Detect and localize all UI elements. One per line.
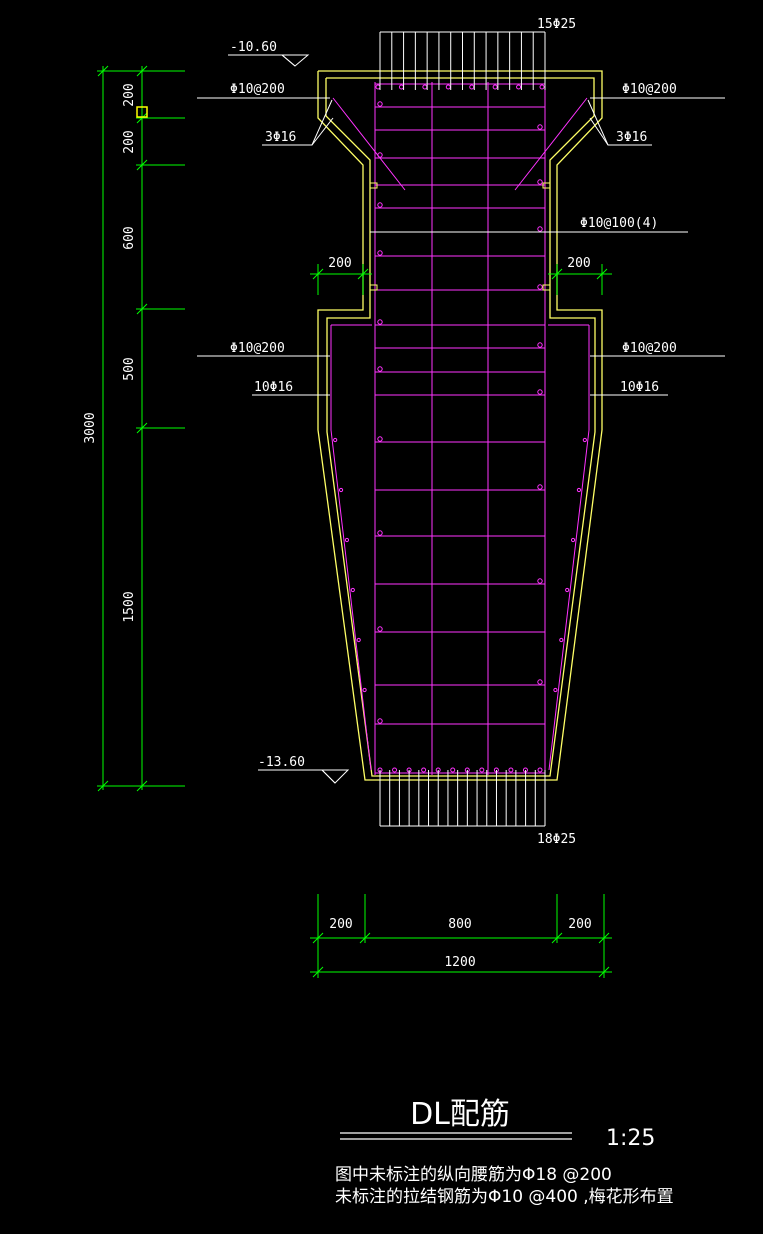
drawing-title: DL配筋 (410, 1097, 510, 1132)
stirrup-hook (377, 202, 383, 208)
leader-lines (197, 54, 725, 784)
dim-offset-left: 200 (328, 256, 351, 271)
dim-bottom-total: 1200 (444, 955, 475, 970)
stirrup-hook (537, 679, 543, 685)
stirrup-right-top-label: Φ10@200 (622, 82, 677, 97)
top-bar (492, 84, 498, 90)
haunch-bar-right (514, 97, 588, 191)
side-right-label: 10Φ16 (620, 380, 659, 395)
stirrup-hook (377, 530, 383, 536)
inner-cover-line (325, 77, 596, 777)
bottom-elevation-label: -13.60 (258, 755, 305, 770)
stirrup-markers (369, 182, 551, 291)
top-bar (422, 84, 428, 90)
haunch-bar-left (332, 97, 406, 191)
bottom-bar (479, 767, 485, 773)
top-elevation-symbol (228, 54, 310, 67)
side-bar-dot-right (570, 537, 576, 543)
stirrup-hook (377, 319, 383, 325)
side-bar-dot-left (333, 437, 338, 443)
stirrup-hook (537, 226, 543, 232)
side-bar-dot-left (356, 637, 361, 643)
outer-outline (317, 70, 603, 781)
side-bar-dot-left (350, 587, 355, 593)
bottom-bar (392, 767, 398, 773)
concrete-outline (317, 70, 603, 781)
stirrup-hook (537, 578, 543, 584)
top-main-bar-label: 15Φ25 (537, 17, 576, 32)
bottom-main-bar-label: 18Φ25 (537, 832, 576, 847)
haunch-left-label: 3Φ16 (265, 130, 296, 145)
horizontal-stirrups (375, 101, 545, 725)
rebar-dots (333, 84, 587, 773)
top-bar (375, 84, 381, 90)
selection-grip[interactable] (136, 106, 148, 118)
side-bar-dot-right (559, 637, 564, 643)
stirrup-hook (377, 718, 383, 724)
stirrup-hook (377, 626, 383, 632)
dim-total-height: 3000 (83, 412, 98, 443)
bottom-bar (450, 767, 456, 773)
top-bar (445, 84, 451, 90)
stirrup-hook (377, 250, 383, 256)
side-bar-dot-right (565, 587, 570, 593)
dim-seg-3: 600 (122, 226, 137, 249)
note-line-2: 未标注的拉结钢筋为Φ10 @400 ,梅花形布置 (335, 1187, 674, 1207)
dim-bottom-seg-3: 200 (568, 917, 591, 932)
side-bar-left (330, 325, 372, 771)
rebar-cage (330, 82, 590, 775)
side-bar-right (548, 325, 590, 771)
top-bar (539, 84, 545, 90)
stirrup-hook (537, 124, 543, 130)
dim-seg-5: 1500 (122, 591, 137, 622)
stirrup-middle-label: Φ10@100(4) (580, 216, 658, 231)
dim-seg-2: 200 (122, 130, 137, 153)
dim-bottom-seg-2: 800 (448, 917, 471, 932)
bottom-bar (537, 767, 543, 773)
dimension-lines (97, 65, 612, 978)
side-bar-dot-right (553, 687, 558, 693)
bottom-bar (508, 767, 514, 773)
drawing-scale: 1:25 (606, 1126, 655, 1151)
top-bar (516, 84, 522, 90)
stirrup-left-mid-label: Φ10@200 (230, 341, 285, 356)
stirrup-hook (377, 101, 383, 107)
top-bar (398, 84, 404, 90)
dim-offset-right: 200 (567, 256, 590, 271)
haunch-right-label: 3Φ16 (616, 130, 647, 145)
stirrup-hook (377, 152, 383, 158)
stirrup-hook (537, 179, 543, 185)
side-left-label: 10Φ16 (254, 380, 293, 395)
stirrup-hook (537, 284, 543, 290)
stirrup-left-top-label: Φ10@200 (230, 82, 285, 97)
stirrup-hook (377, 366, 383, 372)
stirrup-hook (377, 436, 383, 442)
stirrup-hook (537, 389, 543, 395)
dim-seg-4: 500 (122, 357, 137, 380)
stirrup-right-mid-label: Φ10@200 (622, 341, 677, 356)
note-line-1: 图中未标注的纵向腰筋为Φ18 @200 (335, 1165, 612, 1185)
main-bar-projections (379, 31, 546, 827)
bottom-bar (421, 767, 427, 773)
bottom-elevation-symbol (258, 769, 350, 784)
dim-seg-1: 200 (122, 83, 137, 106)
side-bar-dot-left (344, 537, 350, 543)
top-bar (469, 84, 475, 90)
stirrup-hook (537, 484, 543, 490)
stirrup-hook (537, 342, 543, 348)
side-bar-dot-right (576, 487, 582, 493)
side-bar-dot-left (338, 487, 344, 493)
dim-bottom-seg-1: 200 (329, 917, 352, 932)
side-bar-dot-left (362, 687, 367, 693)
side-bar-dot-right (582, 437, 587, 443)
top-elevation-label: -10.60 (230, 40, 277, 55)
